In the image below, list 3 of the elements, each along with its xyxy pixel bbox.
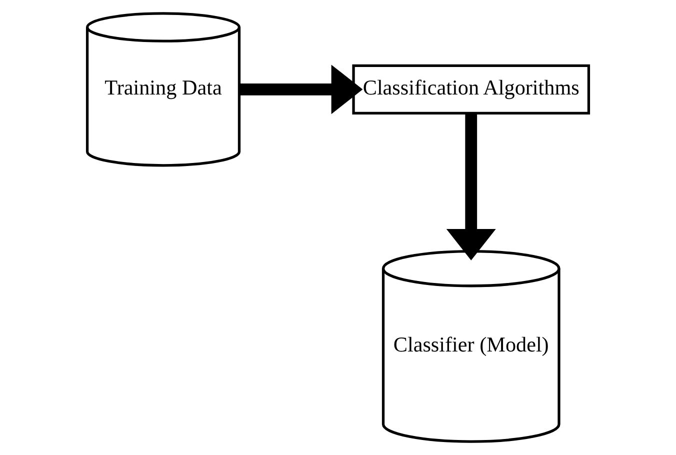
arrow — [446, 113, 496, 260]
arrow — [240, 64, 363, 114]
node-box: Classification Algorithms — [352, 64, 590, 115]
